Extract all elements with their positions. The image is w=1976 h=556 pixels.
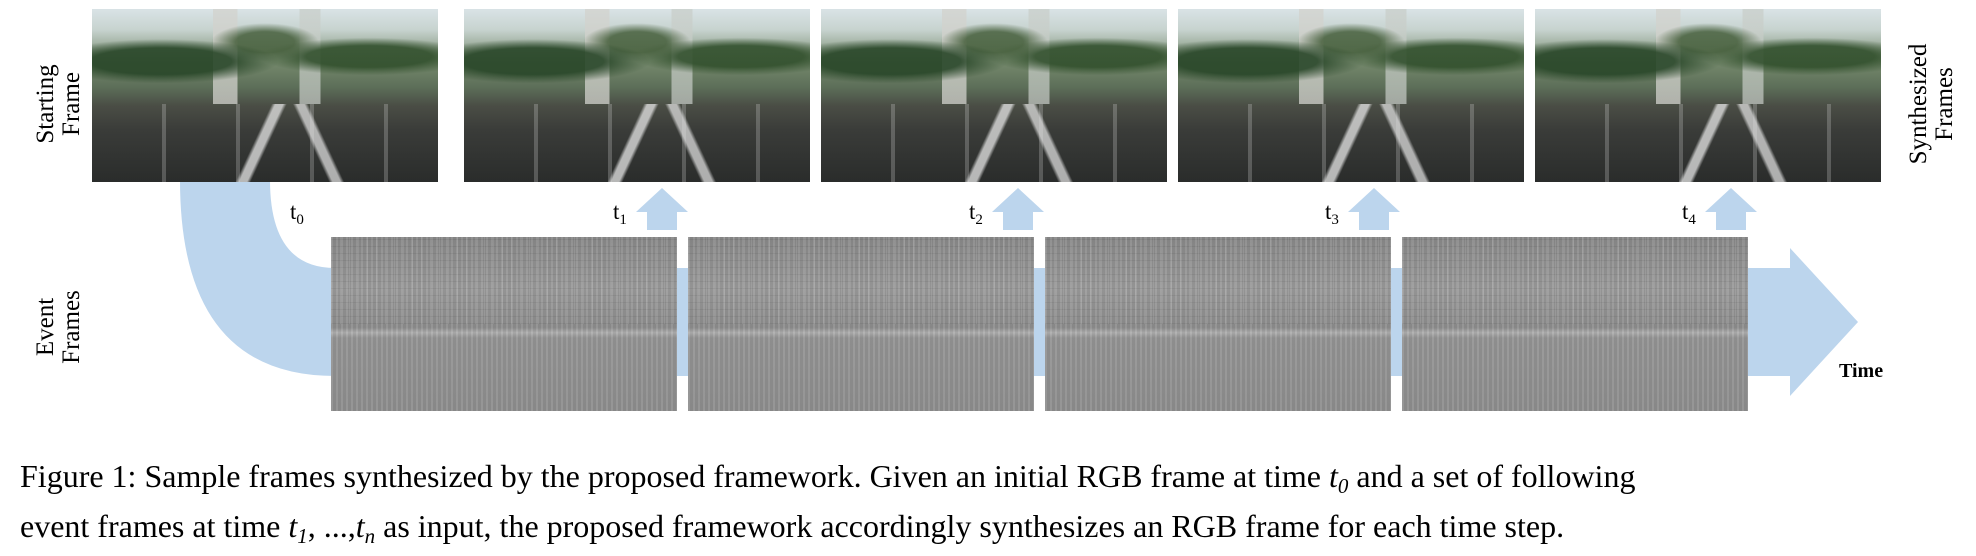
- time-axis-label: Time: [1839, 360, 1884, 382]
- synthesized-label-line1: Synthesized: [1905, 43, 1932, 165]
- synthesized-frame-t2: [821, 9, 1167, 182]
- up-arrow-t3: [1348, 188, 1400, 230]
- caption-t0: t0: [1329, 458, 1348, 498]
- t0-base: t: [290, 199, 297, 224]
- caption-t1-sub: 1: [297, 524, 308, 548]
- t2-base: t: [969, 199, 976, 224]
- starting-label-line2: Frame: [58, 72, 85, 136]
- starting-label-line1: Starting: [32, 64, 59, 144]
- caption-tn-base: t: [355, 508, 365, 544]
- time-step-t1: t1: [613, 199, 627, 229]
- caption-part3: event frames at time: [20, 508, 281, 544]
- t1-sub: 1: [619, 212, 627, 228]
- caption-tn-sub: n: [364, 524, 376, 548]
- time-step-t4: t4: [1682, 199, 1696, 229]
- event-label-line1: Event: [32, 297, 59, 357]
- caption-t1: t1: [288, 508, 307, 548]
- caption-t1-base: t: [288, 508, 298, 544]
- event-frame-3: [1045, 237, 1391, 411]
- up-arrow-t2: [992, 188, 1044, 230]
- starting-frame-image: [92, 9, 438, 182]
- event-frame-2: [688, 237, 1034, 411]
- caption-t0-base: t: [1329, 458, 1338, 494]
- caption-part2: and a set of following: [1356, 458, 1636, 494]
- starting-frame-label: Starting Frame: [32, 44, 87, 164]
- caption-tn: tn: [355, 508, 375, 548]
- event-frame-1: [331, 237, 677, 411]
- caption-prefix: Figure 1:: [20, 458, 137, 494]
- t1-base: t: [613, 199, 620, 224]
- up-arrow-t4: [1705, 188, 1757, 230]
- t3-sub: 3: [1331, 212, 1339, 228]
- synthesized-frame-t1: [464, 9, 810, 182]
- t0-sub: 0: [296, 212, 304, 228]
- time-step-t3: t3: [1325, 199, 1339, 229]
- t2-sub: 2: [975, 212, 983, 228]
- caption-part1: Sample frames synthesized by the propose…: [144, 458, 1321, 494]
- event-label-line2: Frames: [58, 290, 85, 364]
- event-frame-4: [1402, 237, 1748, 411]
- caption-t0-sub: 0: [1337, 474, 1349, 498]
- synthesized-frame-t4: [1535, 9, 1881, 182]
- synthesized-label-line2: Frames: [1931, 67, 1958, 141]
- time-step-t0: t0: [290, 199, 304, 229]
- figure-caption: Figure 1: Sample frames synthesized by t…: [20, 456, 1960, 556]
- event-frames-label: Event Frames: [32, 267, 87, 387]
- t3-base: t: [1325, 199, 1332, 224]
- t4-sub: 4: [1688, 212, 1696, 228]
- synthesized-frame-t3: [1178, 9, 1524, 182]
- caption-ellipsis: , ...,: [307, 508, 356, 544]
- upward-arrows: [636, 188, 1757, 230]
- caption-part4: as input, the proposed framework accordi…: [383, 508, 1565, 544]
- synthesized-frames-label: Synthesized Frames: [1905, 24, 1960, 184]
- t4-base: t: [1682, 199, 1689, 224]
- time-step-t2: t2: [969, 199, 983, 229]
- up-arrow-t1: [636, 188, 688, 230]
